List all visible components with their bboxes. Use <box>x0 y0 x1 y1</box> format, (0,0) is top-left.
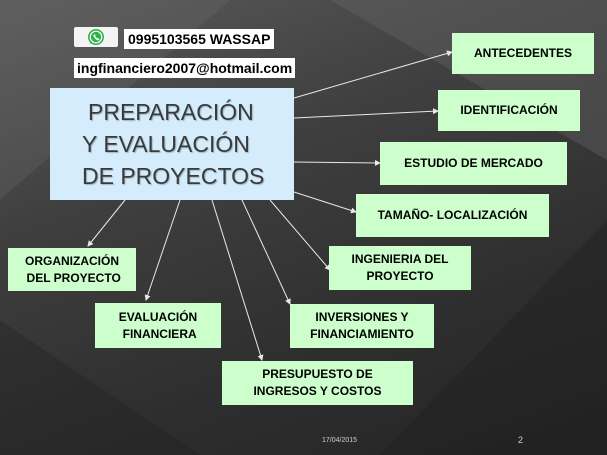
arrow-antecedentes <box>293 50 453 99</box>
whatsapp-icon <box>88 29 104 45</box>
arrow-presupuesto <box>211 199 264 361</box>
whatsapp-badge <box>74 27 118 47</box>
arrow-tamano <box>293 191 357 214</box>
node-presupuesto: PRESUPUESTO DE INGRESOS Y COSTOS <box>222 361 413 405</box>
title-line-3: DE PROYECTOS <box>82 163 265 189</box>
arrow-inversiones <box>241 199 291 305</box>
node-organizacion: ORGANIZACIÓN DEL PROYECTO <box>8 248 136 291</box>
arrow-evaluacion <box>144 199 181 301</box>
page-number: 2 <box>518 435 524 445</box>
title-line-1: PREPARACIÓN <box>88 99 254 125</box>
node-antecedentes: ANTECEDENTES <box>452 33 594 74</box>
node-evaluacion-financiera-label: EVALUACIÓN FINANCIERA <box>118 309 198 341</box>
node-evaluacion-financiera: EVALUACIÓN FINANCIERA <box>95 303 221 348</box>
node-estudio-mercado-label: ESTUDIO DE MERCADO <box>404 156 543 170</box>
node-tamano-localizacion: TAMAÑO- LOCALIZACIÓN <box>356 194 549 237</box>
arrow-organizacion <box>87 199 126 247</box>
node-ingenieria: INGENIERIA DEL PROYECTO <box>329 246 471 290</box>
arrow-ingenieria <box>269 199 331 271</box>
footer-date: 17/04/2015 <box>322 437 358 444</box>
node-tamano-localizacion-label: TAMAÑO- LOCALIZACIÓN <box>377 208 528 222</box>
node-presupuesto-label: PRESUPUESTO DE INGRESOS Y COSTOS <box>253 367 382 398</box>
phone-number: 0995103565 WASSAP <box>124 29 275 49</box>
arrow-estudio-mercado <box>293 159 381 166</box>
node-estudio-mercado: ESTUDIO DE MERCADO <box>380 142 567 185</box>
email-address: ingfinanciero2007@hotmail.com <box>74 58 296 78</box>
node-identificacion-label: IDENTIFICACIÓN <box>460 103 558 117</box>
arrow-identificacion <box>293 108 439 119</box>
node-ingenieria-label: INGENIERIA DEL PROYECTO <box>351 252 449 283</box>
node-inversiones-label: INVERSIONES Y FINANCIAMIENTO <box>310 310 414 341</box>
title-line-2: Y EVALUACIÓN <box>82 131 250 157</box>
node-inversiones: INVERSIONES Y FINANCIAMIENTO <box>290 304 434 348</box>
node-antecedentes-label: ANTECEDENTES <box>473 46 572 60</box>
node-organizacion-label: ORGANIZACIÓN DEL PROYECTO <box>24 253 121 285</box>
node-identificacion: IDENTIFICACIÓN <box>438 90 580 131</box>
main-title-box: PREPARACIÓN Y EVALUACIÓN DE PROYECTOS <box>50 88 294 200</box>
